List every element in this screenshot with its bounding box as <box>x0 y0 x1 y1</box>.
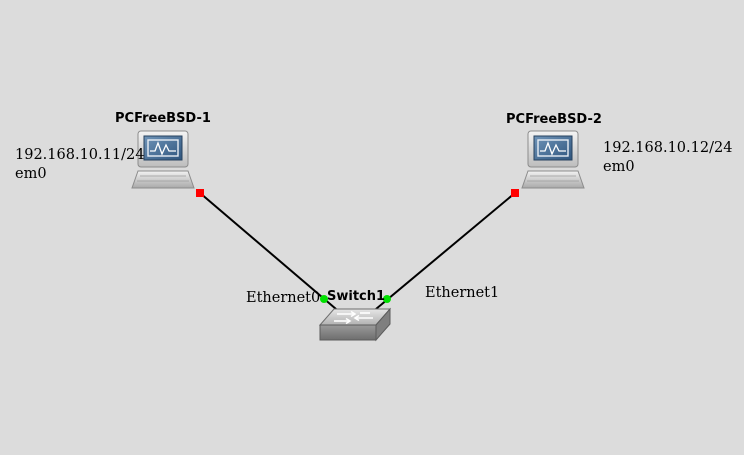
port-status-up-indicator <box>383 295 391 303</box>
pc2-interface-text: em0 <box>603 159 635 175</box>
node-label-pc2: PCFreeBSD-2 <box>506 112 602 127</box>
port-label-ethernet0: Ethernet0 <box>246 290 321 306</box>
pc1-interface-text: em0 <box>15 166 47 182</box>
pc2-address-note: 192.168.10.12/24 em0 <box>603 139 732 177</box>
pc1-address-note: 192.168.10.11/24 em0 <box>15 146 144 184</box>
pc2-ip-text: 192.168.10.12/24 <box>603 140 733 156</box>
node-label-pc1: PCFreeBSD-1 <box>115 111 211 126</box>
port-status-down-indicator <box>196 189 204 197</box>
computer-icon[interactable] <box>521 130 585 189</box>
node-label-switch1: Switch1 <box>327 289 386 304</box>
port-label-ethernet1: Ethernet1 <box>425 285 500 301</box>
pc1-ip-text: 192.168.10.11/24 <box>15 147 145 163</box>
port-status-up-indicator <box>320 295 328 303</box>
link-pc1-switch1[interactable] <box>199 192 337 310</box>
port-status-down-indicator <box>511 189 519 197</box>
computer-icon[interactable] <box>131 130 195 189</box>
link-pc2-switch1[interactable] <box>375 192 516 310</box>
ethernet-switch-icon[interactable] <box>318 307 392 342</box>
